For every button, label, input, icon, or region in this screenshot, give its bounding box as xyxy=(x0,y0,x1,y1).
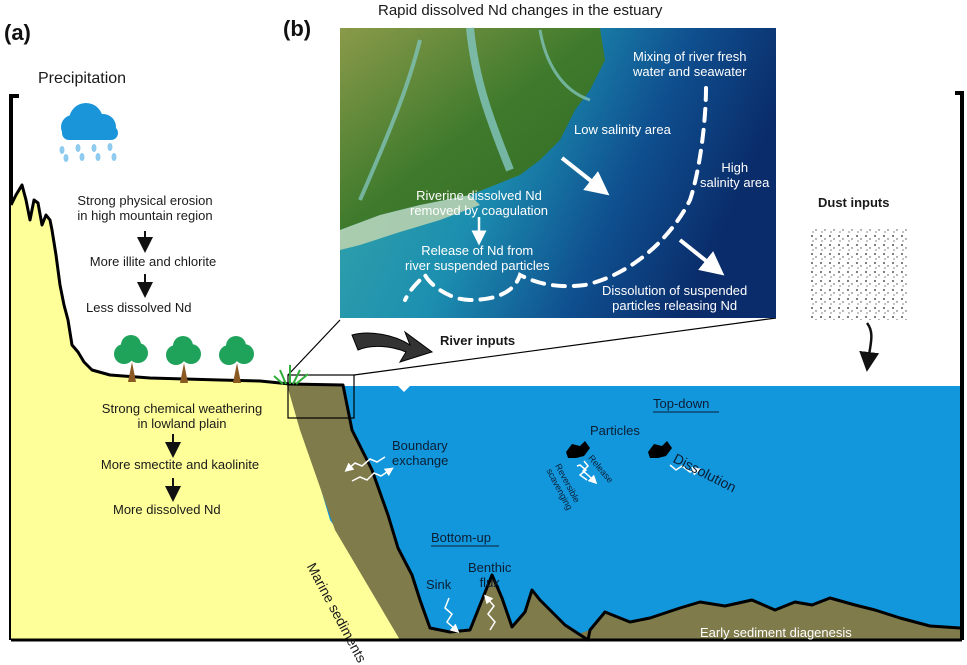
arrow-low-to-high xyxy=(560,156,610,196)
dust-particles-icon xyxy=(808,228,908,320)
estuary-satellite-image xyxy=(340,27,776,318)
mixing-label: Mixing of river fresh water and seawater xyxy=(633,49,747,79)
arrow-dissolution xyxy=(678,238,725,276)
release-label: Release of Nd from river suspended parti… xyxy=(405,243,550,273)
mixing-front-dashed xyxy=(403,86,708,303)
estuary-title: Rapid dissolved Nd changes in the estuar… xyxy=(378,2,663,19)
coastline xyxy=(9,183,961,642)
mountain-erosion-label: Strong physical erosion in high mountain… xyxy=(77,193,213,223)
frame-bracket-right xyxy=(955,91,964,640)
dissolution-arrow xyxy=(669,464,702,476)
dissolution-estuary-label: Dissolution of suspended particles relea… xyxy=(602,283,748,313)
high-salinity-label: High salinity area xyxy=(700,160,770,190)
coagulation-label: Riverine dissolved Nd removed by coagula… xyxy=(410,188,549,218)
grass-icon xyxy=(273,365,309,385)
leader-line-left xyxy=(287,319,341,376)
diagram-canvas xyxy=(9,27,964,642)
benthic-flux-arrow xyxy=(484,594,496,631)
panel-label-a: (a) xyxy=(4,20,31,45)
bottom-up-label: Bottom-up xyxy=(431,530,491,545)
early-diagenesis-label: Early sediment diagenesis xyxy=(700,625,852,640)
less-dissolved-nd-label: Less dissolved Nd xyxy=(86,300,192,315)
dust-inputs-label: Dust inputs xyxy=(818,195,890,210)
sink-arrow xyxy=(444,597,460,633)
tree-icon xyxy=(114,335,148,382)
precipitation-label: Precipitation xyxy=(38,70,127,87)
smectite-kaolinite-label: More smectite and kaolinite xyxy=(100,457,260,472)
panel-label-b: (b) xyxy=(283,16,312,41)
dust-arrow-icon xyxy=(859,322,880,372)
marine-sediment-slope xyxy=(287,385,588,640)
sink-label: Sink xyxy=(426,577,452,592)
particles-label: Particles xyxy=(590,423,640,438)
leader-line-right xyxy=(353,317,777,376)
particle-icon xyxy=(566,441,672,458)
tree-icon xyxy=(166,336,201,383)
boundary-exchange-label: Boundary exchange xyxy=(392,438,449,468)
illite-chlorite-label: More illite and chlorite xyxy=(89,254,217,269)
tree-icon xyxy=(219,336,254,383)
boundary-exchange-arrows xyxy=(344,456,394,482)
more-dissolved-nd-label: More dissolved Nd xyxy=(113,502,221,517)
benthic-flux-label: Benthic flux xyxy=(468,560,512,590)
top-down-label: Top-down xyxy=(653,396,710,411)
rain-cloud-icon xyxy=(59,103,118,162)
river-input-arrow-icon xyxy=(351,330,434,363)
river-plume-notch xyxy=(398,386,410,392)
sea-floor-sediment xyxy=(560,598,960,640)
scavenging-release-arrows xyxy=(576,460,598,485)
river-inputs-label: River inputs xyxy=(440,333,516,348)
low-salinity-label: Low salinity area xyxy=(574,122,671,137)
land-mass xyxy=(11,185,410,640)
chemical-weathering-label: Strong chemical weathering in lowland pl… xyxy=(101,401,263,431)
zoom-box xyxy=(287,374,355,419)
